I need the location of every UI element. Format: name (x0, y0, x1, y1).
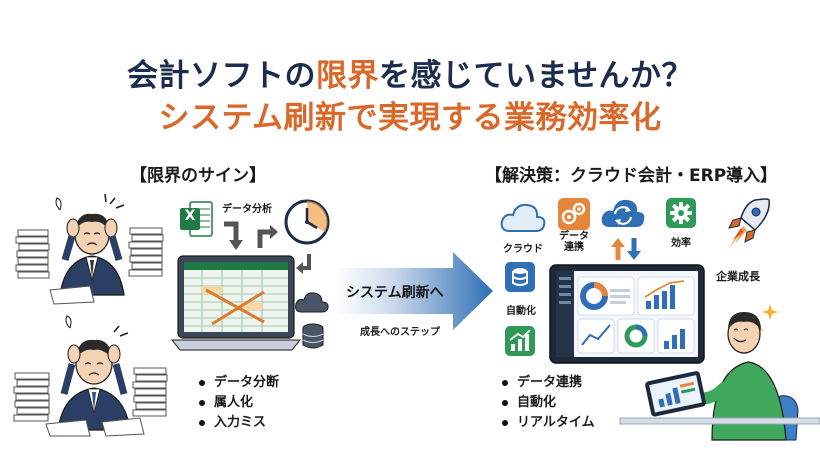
right-section-title: 【解決策：クラウド会計・ERP導入】 (485, 166, 778, 186)
cloud-icon (500, 203, 546, 232)
rocket-icon (728, 198, 770, 248)
cloud-icon-label: クラウド (503, 244, 543, 255)
headline-highlight-limit: 限界 (315, 58, 379, 94)
cloud-icon-small (295, 292, 329, 313)
data-link-icon (558, 198, 590, 230)
growth-label: 企業成長 (716, 270, 760, 283)
database-icon (505, 262, 535, 292)
up-down-arrows-icon (611, 238, 641, 260)
list-item: データ連携 (500, 373, 595, 393)
excel-icon (180, 201, 213, 237)
gear-icon (666, 198, 696, 228)
transition-arrow-label: システム刷新へ (346, 285, 444, 301)
list-item: データ分断 (197, 373, 279, 393)
headline-highlight-efficiency: 業務効率化 (504, 100, 662, 136)
dashboard-monitor-illustration (549, 264, 705, 364)
efficiency-icon-label: 効率 (671, 238, 691, 249)
transition-arrow (335, 252, 493, 330)
return-arrow-icon (296, 254, 311, 274)
laptop-spreadsheet-illustration (170, 255, 302, 351)
list-item: 入力ミス (197, 413, 279, 433)
database-icon-small (302, 323, 324, 349)
headline-line-1: 会計ソフトの限界を感じていませんか？ (126, 58, 694, 94)
clock-icon (284, 199, 330, 245)
stressed-worker-top-illustration (15, 193, 164, 305)
transition-arrow-sublabel: 成長へのステップ (360, 327, 440, 338)
flow-arrows-icon (224, 221, 278, 250)
list-item: 自動化 (500, 393, 595, 413)
left-section-title: 【限界のサイン】 (130, 166, 266, 186)
excel-icon-letter: X (184, 208, 196, 224)
sync-cloud-icon (601, 199, 645, 227)
data-link-icon-label: データ 連携 (559, 231, 589, 253)
list-item: 属人化 (197, 393, 279, 413)
happy-worker-illustration (619, 304, 820, 441)
automation-icon-label: 自動化 (506, 306, 536, 317)
right-bullet-list: データ連携 自動化 リアルタイム (500, 373, 595, 433)
list-item: リアルタイム (500, 413, 595, 433)
headline-line-2: システム刷新で実現する業務効率化 (158, 100, 662, 136)
stressed-worker-bottom-illustration (13, 315, 168, 437)
growth-chart-icon (505, 326, 535, 356)
data-analysis-label: データ分析 (222, 204, 272, 215)
left-bullet-list: データ分断 属人化 入力ミス (197, 373, 279, 433)
